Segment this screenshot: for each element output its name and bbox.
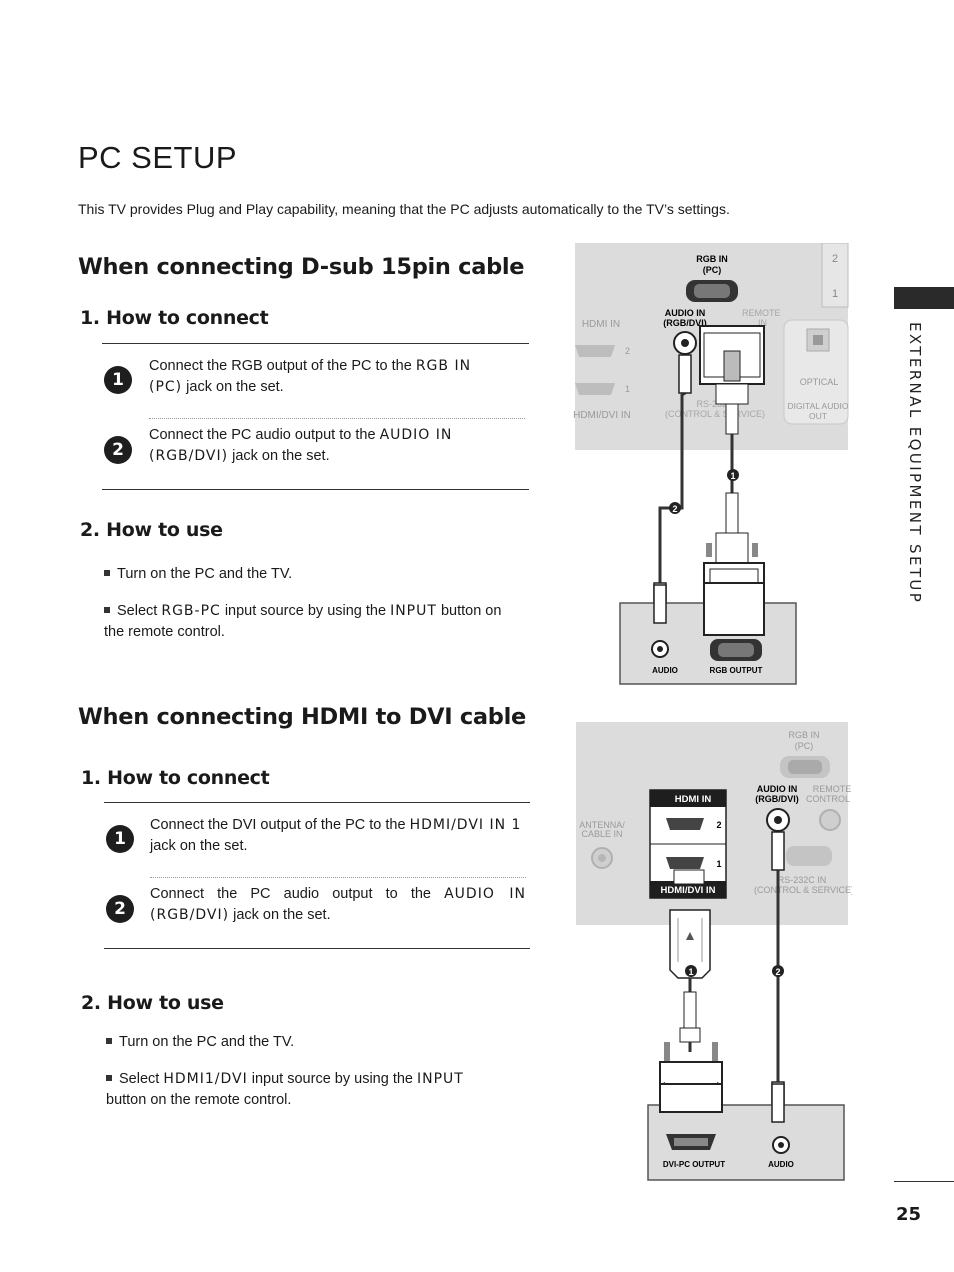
divider: [104, 948, 530, 949]
bullet-icon: [104, 607, 110, 613]
keyword: AUDIO IN (RGB/DVI): [150, 886, 526, 923]
divider: [104, 802, 530, 803]
svg-text:1: 1: [625, 384, 630, 394]
svg-text:OUT: OUT: [809, 411, 827, 421]
marker-1: [727, 469, 739, 481]
hdmi-port-2: [666, 818, 704, 830]
intro-text: This TV provides Plug and Play capabilit…: [78, 201, 730, 217]
svg-text:2: 2: [775, 967, 780, 977]
step-number-2: 2: [106, 895, 134, 923]
hdmi-bullet-1: Turn on the PC and the TV.: [106, 1032, 516, 1053]
svg-text:1: 1: [716, 859, 721, 869]
rs232-port: [786, 846, 832, 866]
page-title: PC SETUP: [78, 140, 238, 175]
bullet-icon: [106, 1075, 112, 1081]
marker-1: [685, 965, 697, 977]
hdmi-step-1: Connect the DVI output of the PC to the …: [150, 817, 522, 854]
hdmi-port-1: [575, 383, 615, 395]
svg-text:AUDIO IN: AUDIO IN: [665, 308, 706, 318]
dotted-divider: [150, 877, 526, 878]
hdmi-use-heading: 2. How to use: [81, 992, 224, 1014]
svg-text:DVI-PC OUTPUT: DVI-PC OUTPUT: [663, 1160, 725, 1169]
svg-text:HDMI IN: HDMI IN: [582, 319, 620, 330]
svg-text:HDMI IN: HDMI IN: [675, 794, 712, 805]
svg-text:1: 1: [832, 288, 838, 300]
dsub-bullet-2: Select RGB-PC input source by using the …: [104, 603, 502, 640]
svg-text:DIGITAL AUDIO: DIGITAL AUDIO: [788, 401, 849, 411]
section-label: EXTERNAL EQUIPMENT SETUP: [906, 322, 924, 605]
hdmi-heading: When connecting HDMI to DVI cable: [78, 704, 526, 730]
dsub-bullet-1: Turn on the PC and the TV.: [104, 564, 514, 585]
dotted-divider: [149, 418, 525, 419]
dsub-heading: When connecting D-sub 15pin cable: [78, 254, 525, 280]
svg-text:(PC): (PC): [703, 265, 722, 275]
footer-rule: [894, 1181, 954, 1182]
step-number-1: 1: [104, 366, 132, 394]
svg-text:1: 1: [688, 967, 693, 977]
svg-text:2: 2: [832, 253, 838, 265]
marker-2: [772, 965, 784, 977]
svg-text:1: 1: [730, 471, 735, 481]
hdmi-bullet-2: Select HDMI1/DVI input source by using t…: [106, 1071, 464, 1108]
svg-text:(CONTROL & SERVICE): (CONTROL & SERVICE): [665, 409, 765, 419]
marker-2: [669, 502, 681, 514]
svg-text:RS-232C IN: RS-232C IN: [778, 875, 827, 885]
dsub-connect-heading: 1. How to connect: [80, 307, 269, 329]
svg-text:REMOTE: REMOTE: [813, 784, 852, 794]
keyword: AUDIO IN (RGB/DVI): [149, 427, 453, 464]
divider: [102, 489, 529, 490]
svg-text:REMOTE: REMOTE: [742, 308, 781, 318]
svg-text:(RGB/DVI): (RGB/DVI): [663, 318, 707, 328]
svg-text:AUDIO: AUDIO: [652, 666, 678, 675]
svg-text:CABLE IN: CABLE IN: [581, 829, 622, 839]
svg-text:(CONTROL & SERVICE): (CONTROL & SERVICE): [754, 885, 852, 895]
step-number-1: 1: [106, 825, 134, 853]
remote-jack: [819, 809, 841, 831]
hdmi-port-1: [666, 857, 704, 869]
svg-text:CONTROL: CONTROL: [806, 794, 850, 804]
svg-text:RS-232C: RS-232C: [696, 399, 734, 409]
svg-text:HDMI/DVI IN: HDMI/DVI IN: [661, 885, 716, 896]
dsub-step-2: Connect the PC audio output to the AUDIO…: [149, 427, 453, 464]
dsub-use-heading: 2. How to use: [80, 519, 223, 541]
hdmi-port-2: [575, 345, 615, 357]
dsub-connection-diagram: 2 1 RGB IN (PC) HDMI IN 2 1 HDMI/DVI IN …: [573, 243, 849, 685]
hdmi-step-2: Connect the PC audio output to the AUDIO…: [150, 886, 526, 923]
step-number-2: 2: [104, 436, 132, 464]
svg-text:HDMI/DVI IN: HDMI/DVI IN: [573, 410, 631, 421]
svg-text:RGB OUTPUT: RGB OUTPUT: [710, 666, 763, 675]
keyword: HDMI/DVI IN 1: [409, 817, 522, 833]
svg-text:RGB IN: RGB IN: [696, 254, 728, 264]
hdmi-connect-heading: 1. How to connect: [81, 767, 270, 789]
svg-text:2: 2: [672, 504, 677, 514]
svg-text:AUDIO IN: AUDIO IN: [757, 784, 798, 794]
svg-text:(PC): (PC): [795, 741, 814, 751]
bullet-icon: [106, 1038, 112, 1044]
svg-text:IN: IN: [758, 318, 767, 328]
svg-text:(RGB/DVI): (RGB/DVI): [755, 794, 799, 804]
page-number: 25: [896, 1204, 922, 1225]
svg-text:2: 2: [625, 346, 630, 356]
keyword: RGB IN (PC): [149, 358, 472, 395]
section-tab: [894, 287, 954, 309]
svg-text:RGB IN: RGB IN: [788, 730, 819, 740]
divider: [102, 343, 529, 344]
bullet-icon: [104, 570, 110, 576]
hdmi-connection-diagram: RGB IN (PC) ANTENNA/ CABLE IN HDMI IN HD…: [576, 722, 852, 1181]
dsub-step-1: Connect the RGB output of the PC to the …: [149, 358, 472, 395]
svg-text:2: 2: [716, 820, 721, 830]
svg-text:ANTENNA/: ANTENNA/: [579, 820, 625, 830]
svg-text:AUDIO: AUDIO: [768, 1160, 794, 1169]
svg-text:OPTICAL: OPTICAL: [800, 377, 839, 387]
